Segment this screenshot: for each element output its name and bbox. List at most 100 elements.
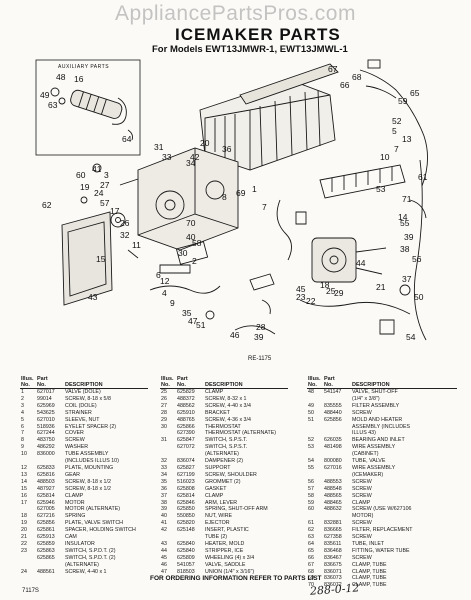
- illus-number: 40: [161, 513, 167, 520]
- illus-number: 57: [308, 485, 314, 492]
- part-number: 488503: [37, 478, 55, 485]
- callout-number: 61: [418, 172, 428, 182]
- callout-number: 48: [56, 72, 66, 82]
- part-number: 518936: [37, 423, 55, 430]
- callout-number: 19: [80, 182, 90, 192]
- illus-number: 67: [308, 561, 314, 568]
- col-description: DESCRIPTION: [351, 376, 457, 389]
- callout-number: 26: [120, 218, 130, 228]
- illus-number: 52: [308, 437, 314, 444]
- illus-number: 41: [161, 520, 167, 527]
- part-description: SCREW, SHOULDER: [205, 471, 257, 478]
- callout-number: 68: [352, 72, 362, 82]
- illus-number: [160, 444, 176, 451]
- illus-number: 30: [161, 423, 167, 430]
- callout-number: 12: [160, 276, 170, 286]
- illus-number: 64: [308, 540, 314, 547]
- part-description: VALVE, SADDLE: [205, 561, 246, 568]
- figure-code: RE-1175: [248, 356, 272, 362]
- callout-number: 65: [410, 88, 420, 98]
- illus-number: 54: [308, 458, 314, 465]
- illus-number: 8: [21, 437, 24, 444]
- part-number: 627010: [37, 416, 55, 423]
- illus-number: 35: [161, 478, 167, 485]
- part-description: ILLUS 43): [352, 430, 376, 437]
- callout-number: 6: [156, 270, 161, 280]
- part-description: SCREW: [352, 478, 372, 485]
- part-number: 818503: [177, 568, 195, 575]
- illus-number: 31: [161, 437, 167, 444]
- part-description: VALVE, SHUT-OFF: [352, 389, 398, 395]
- table-row: (ICEMAKER): [307, 472, 457, 479]
- illus-number: 23: [21, 547, 27, 554]
- part-description: WIRE ASSEMBLY: [352, 464, 396, 471]
- part-description: SCREW (USE W/627106: [352, 506, 412, 513]
- illus-number: 21: [21, 534, 27, 541]
- illus-number: 58: [308, 492, 314, 499]
- part-number: 488632: [324, 506, 342, 513]
- part-number: 627005: [37, 506, 55, 513]
- illus-number: 24: [21, 568, 27, 575]
- illus-number: [160, 430, 176, 437]
- document-code: 7117S: [22, 588, 39, 594]
- col-illus-no: Illus.No.: [307, 376, 323, 389]
- part-description: BEARING AND INLET: [352, 437, 405, 444]
- table-row: (CABINET): [307, 451, 457, 458]
- part-number: 625865: [37, 554, 55, 561]
- part-description: TUBE, INLET: [352, 540, 385, 547]
- illus-number: 47: [161, 568, 167, 575]
- callout-number: 23: [296, 292, 306, 302]
- part-number: [323, 430, 351, 437]
- part-description: INSULATOR: [65, 540, 95, 547]
- callout-number: 71: [402, 194, 412, 204]
- part-description: SUPPORT: [205, 464, 231, 471]
- callout-number: 33: [162, 152, 172, 162]
- col-description: DESCRIPTION: [64, 376, 148, 389]
- callout-number: 1: [252, 184, 257, 194]
- illus-number: 56: [308, 478, 314, 485]
- illus-number: 19: [21, 520, 27, 527]
- callout-number: 43: [88, 292, 98, 302]
- part-number: 625148: [177, 527, 195, 534]
- part-number: 625946: [37, 499, 55, 506]
- callout-number: 51: [196, 320, 206, 330]
- part-description: THERMOSTAT (ALTERNATE): [205, 430, 277, 437]
- callout-number: 15: [96, 254, 106, 264]
- model-line: For Models EWT13JMWR-1, EWT13JMWL-1: [152, 44, 348, 55]
- part-number: 488561: [37, 568, 55, 575]
- part-number: 835611: [324, 540, 342, 547]
- illus-number: [307, 513, 323, 520]
- part-number: 625840: [177, 540, 195, 547]
- part-description: CLAMP: [205, 389, 224, 395]
- callout-number: 53: [376, 184, 386, 194]
- illus-number: 62: [308, 527, 314, 534]
- part-number: 627072: [177, 444, 195, 451]
- part-description: SWITCH, S.P.D.T. (2): [65, 554, 116, 561]
- part-number: 625969: [37, 402, 55, 409]
- callout-number: 57: [100, 198, 110, 208]
- callout-number: 35: [182, 308, 192, 318]
